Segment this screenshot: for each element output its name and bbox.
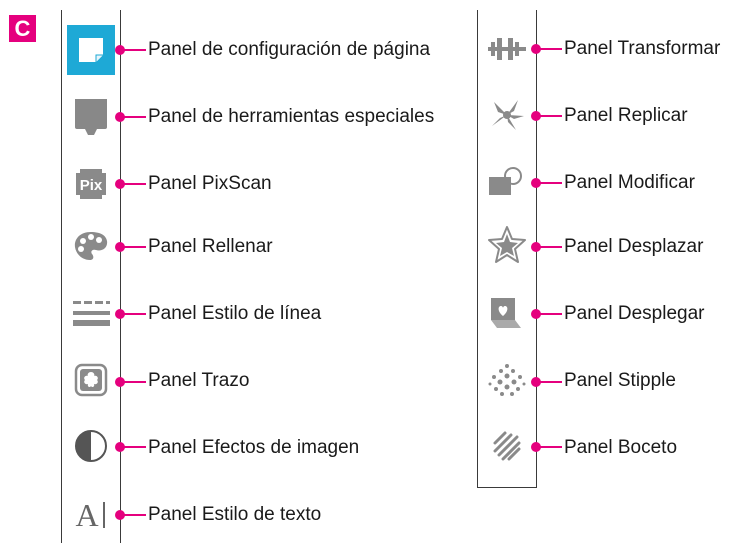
label-page-setup: Panel de configuración de página bbox=[148, 39, 431, 60]
leader-line bbox=[120, 116, 146, 118]
image-effects-icon[interactable] bbox=[67, 421, 115, 471]
label-trace: Panel Trazo bbox=[148, 370, 250, 391]
text-style-icon-text: A bbox=[75, 497, 98, 532]
leader-dot bbox=[115, 377, 125, 387]
leader-dot bbox=[115, 112, 125, 122]
label-stipple: Panel Stipple bbox=[564, 370, 676, 391]
leader-dot bbox=[531, 242, 541, 252]
leader-line bbox=[120, 183, 146, 185]
modify-icon[interactable] bbox=[483, 157, 531, 207]
label-replicate: Panel Replicar bbox=[564, 105, 688, 126]
section-badge: C bbox=[9, 15, 36, 42]
label-text-style: Panel Estilo de texto bbox=[148, 504, 322, 525]
leader-dot bbox=[531, 442, 541, 452]
leader-line bbox=[536, 115, 562, 117]
warp-icon[interactable] bbox=[483, 288, 531, 338]
transform-icon[interactable] bbox=[483, 24, 531, 74]
leader-line bbox=[120, 381, 146, 383]
leader-dot bbox=[115, 510, 125, 520]
leader-dot bbox=[115, 242, 125, 252]
offset-icon[interactable] bbox=[483, 220, 531, 270]
leader-line bbox=[536, 182, 562, 184]
leader-dot bbox=[531, 377, 541, 387]
label-sketch: Panel Boceto bbox=[564, 437, 678, 458]
leader-line bbox=[120, 446, 146, 448]
leader-dot bbox=[531, 111, 541, 121]
page-setup-icon[interactable] bbox=[67, 25, 115, 75]
leader-line bbox=[120, 313, 146, 315]
sketch-icon[interactable] bbox=[483, 421, 531, 471]
leader-dot bbox=[115, 442, 125, 452]
leader-line bbox=[120, 246, 146, 248]
leader-line bbox=[536, 48, 562, 50]
stipple-icon[interactable] bbox=[483, 355, 531, 405]
label-modify: Panel Modificar bbox=[564, 172, 695, 193]
right-toolbar-border-bottom bbox=[477, 487, 537, 488]
leader-dot bbox=[531, 178, 541, 188]
leader-line bbox=[120, 514, 146, 516]
leader-line bbox=[536, 313, 562, 315]
label-special-tools: Panel de herramientas especiales bbox=[148, 106, 435, 127]
label-offset: Panel Desplazar bbox=[564, 236, 704, 257]
leader-dot bbox=[115, 45, 125, 55]
right-toolbar-border-left bbox=[477, 10, 478, 488]
leader-line bbox=[536, 246, 562, 248]
left-toolbar-border-right bbox=[120, 10, 121, 543]
trace-icon[interactable] bbox=[67, 355, 115, 405]
label-fill: Panel Rellenar bbox=[148, 236, 273, 257]
leader-dot bbox=[531, 44, 541, 54]
left-toolbar-border-left bbox=[61, 10, 62, 543]
leader-dot bbox=[531, 309, 541, 319]
leader-line bbox=[536, 446, 562, 448]
pixscan-icon[interactable]: Pix bbox=[67, 159, 115, 209]
label-transform: Panel Transformar bbox=[564, 38, 721, 59]
palette-icon[interactable] bbox=[67, 221, 115, 271]
line-style-icon[interactable] bbox=[67, 288, 115, 338]
label-line-style: Panel Estilo de línea bbox=[148, 303, 322, 324]
special-tools-icon[interactable] bbox=[67, 92, 115, 142]
label-image-effects: Panel Efectos de imagen bbox=[148, 437, 360, 458]
leader-dot bbox=[115, 309, 125, 319]
replicate-icon[interactable] bbox=[483, 90, 531, 140]
leader-line bbox=[536, 381, 562, 383]
leader-line bbox=[120, 49, 146, 51]
text-style-icon[interactable]: A bbox=[67, 489, 115, 539]
label-warp: Panel Desplegar bbox=[564, 303, 705, 324]
label-pixscan: Panel PixScan bbox=[148, 173, 272, 194]
leader-dot bbox=[115, 179, 125, 189]
pixscan-icon-text: Pix bbox=[80, 177, 103, 194]
